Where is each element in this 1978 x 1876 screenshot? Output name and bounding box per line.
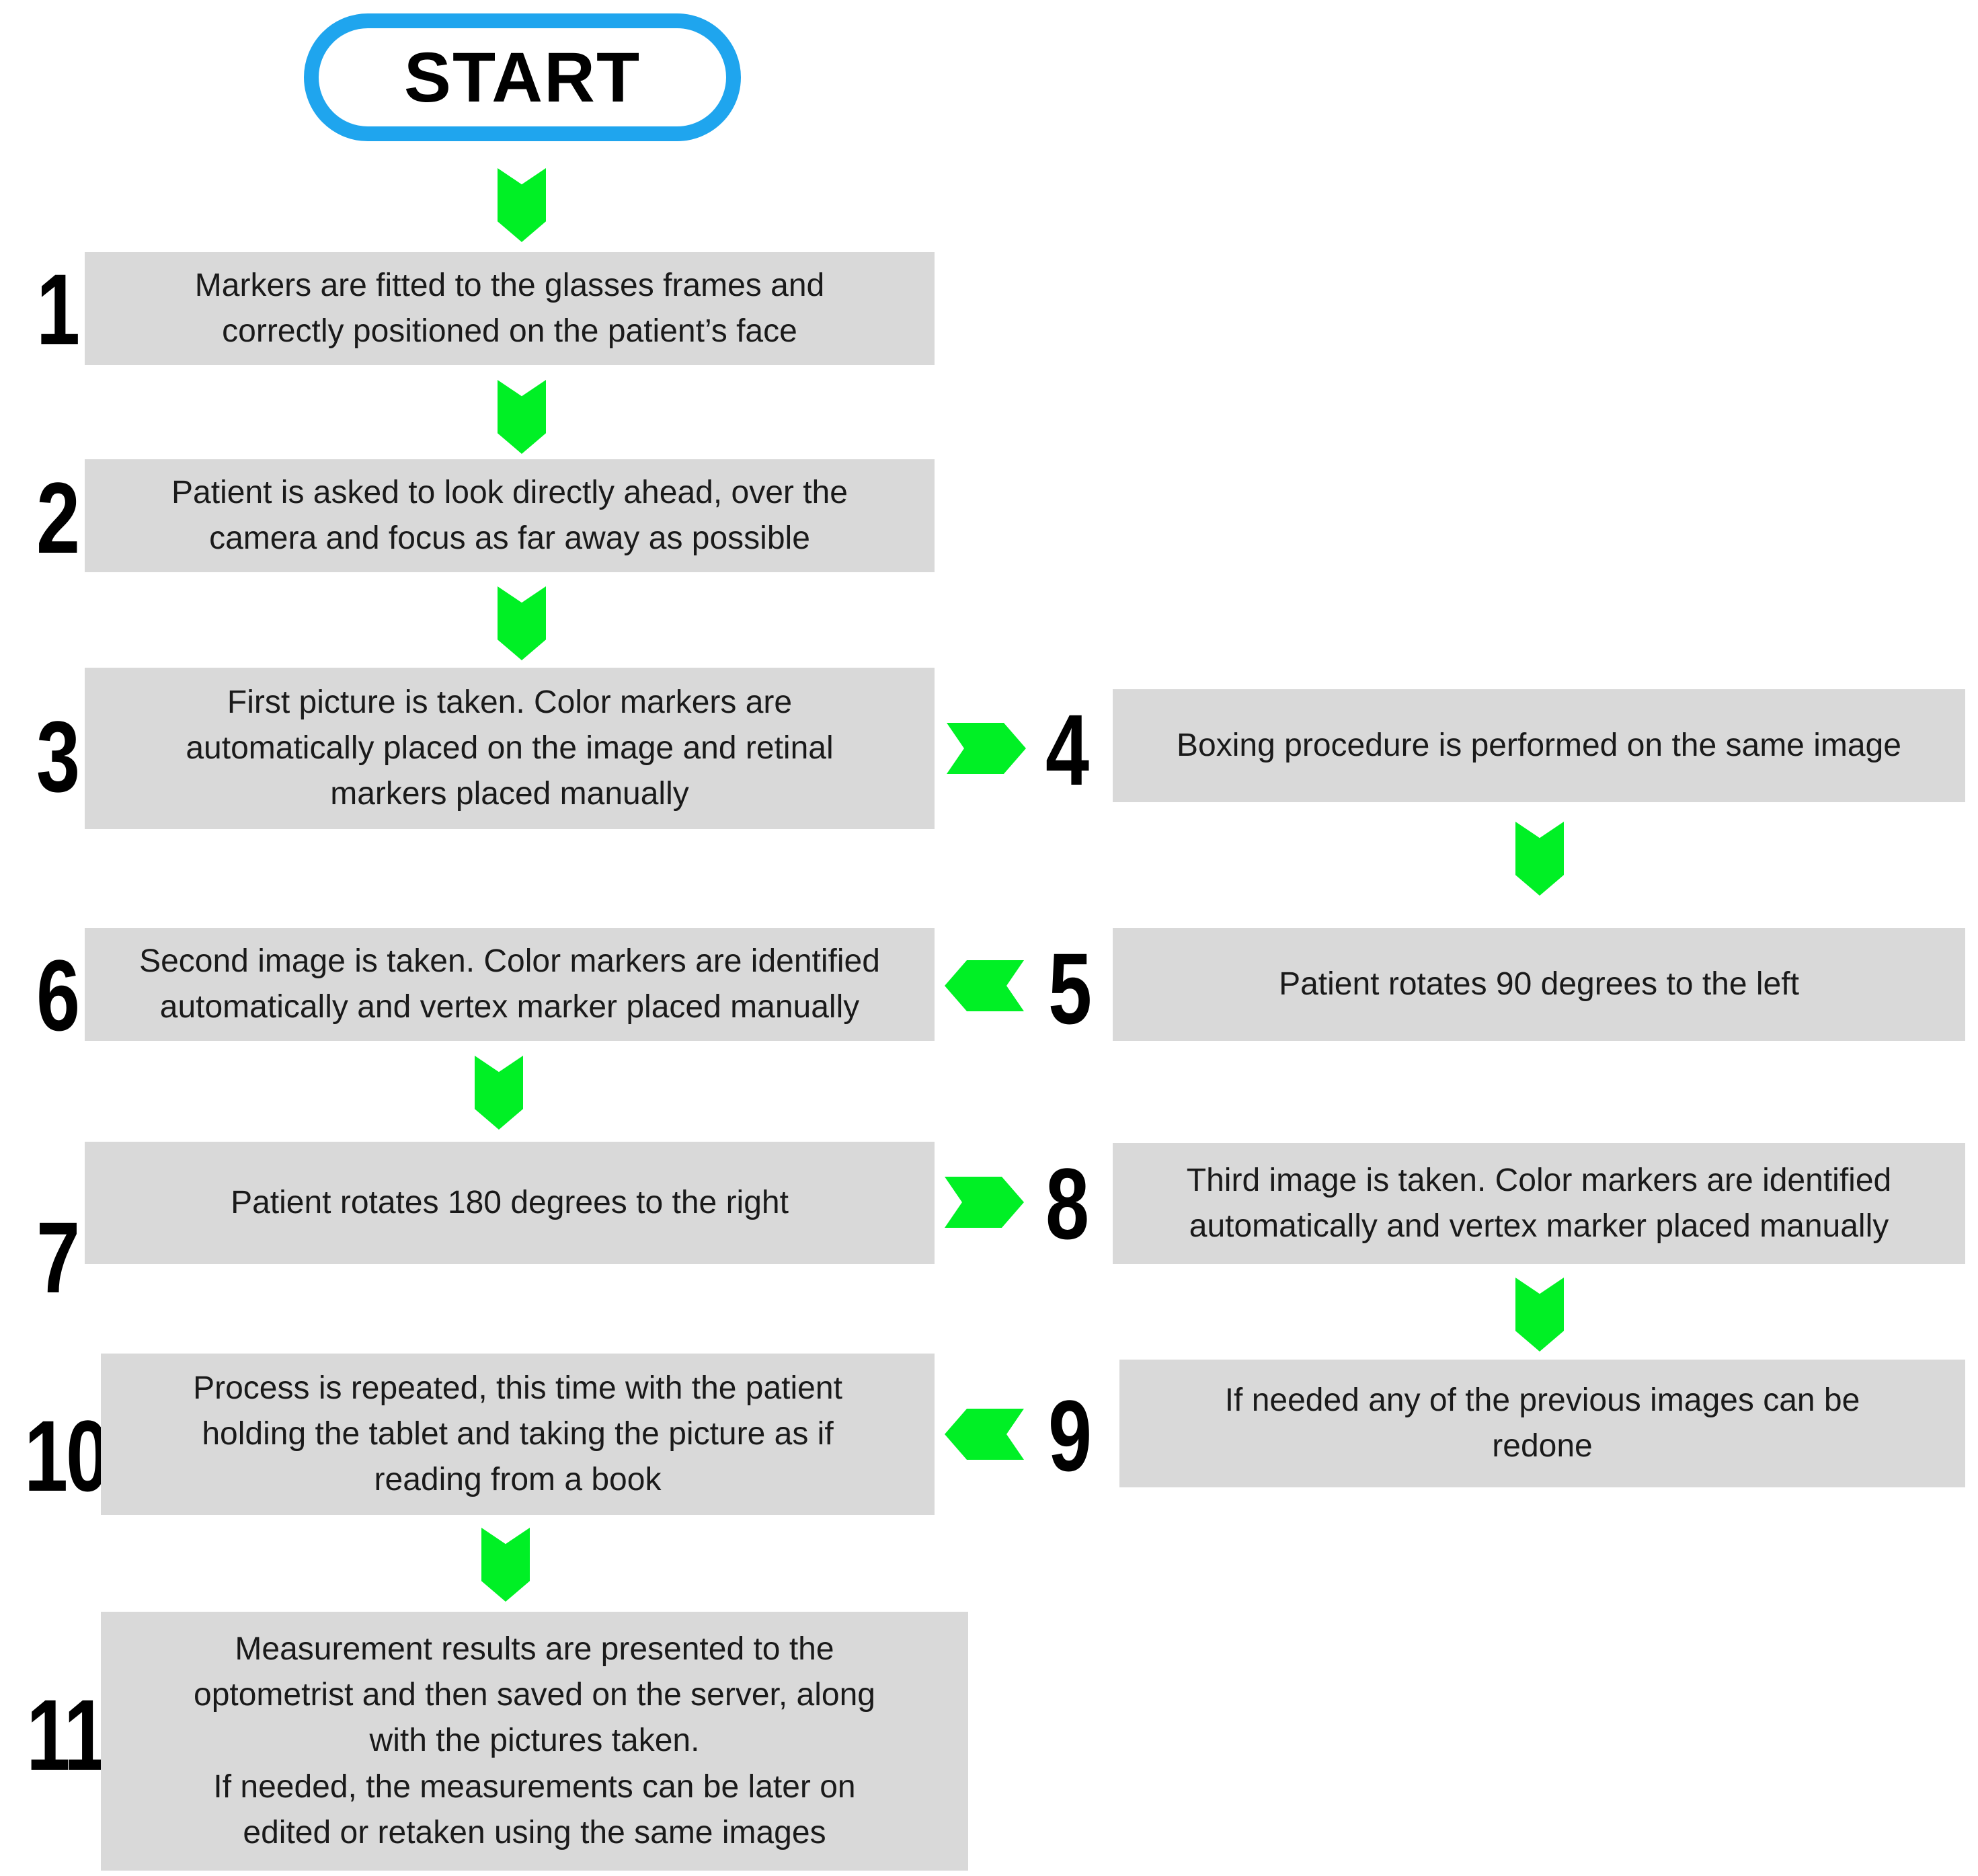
arrow-step-6-to-step-7 [475, 1056, 523, 1130]
step-number-5: 5 [1048, 932, 1092, 1045]
start-label: START [403, 38, 641, 117]
arrow-step-8-to-step-9 [1515, 1278, 1564, 1352]
step-number-7: 7 [36, 1201, 80, 1314]
step-box-4[interactable]: Boxing procedure is performed on the sam… [1113, 689, 1965, 802]
step-number-4: 4 [1045, 693, 1089, 806]
arrow-step-3-to-step-4 [947, 723, 1026, 774]
arrow-step-1-to-step-2 [498, 380, 546, 454]
step-number-11: 11 [26, 1678, 108, 1791]
step-text-9: If needed any of the previous images can… [1224, 1382, 1860, 1464]
step-text-8: Third image is taken. Color markers are … [1186, 1162, 1892, 1244]
step-number-6: 6 [36, 939, 80, 1052]
step-number-3: 3 [36, 700, 80, 813]
step-text-2: Patient is asked to look directly ahead,… [171, 474, 848, 556]
step-box-2[interactable]: Patient is asked to look directly ahead,… [85, 459, 935, 572]
step-number-9: 9 [1048, 1379, 1092, 1492]
step-box-10[interactable]: Process is repeated, this time with the … [101, 1354, 935, 1515]
step-text-7: Patient rotates 180 degrees to the right [231, 1184, 789, 1220]
step-number-2: 2 [36, 461, 80, 574]
step-box-3[interactable]: First picture is taken. Color markers ar… [85, 668, 935, 829]
step-text-5: Patient rotates 90 degrees to the left [1279, 966, 1799, 1002]
step-box-1[interactable]: Markers are fitted to the glasses frames… [85, 252, 935, 365]
step-box-8[interactable]: Third image is taken. Color markers are … [1113, 1143, 1965, 1264]
step-box-11[interactable]: Measurement results are presented to the… [101, 1612, 968, 1871]
step-box-6[interactable]: Second image is taken. Color markers are… [85, 928, 935, 1041]
arrow-start-to-step-1 [498, 168, 546, 242]
step-number-8: 8 [1045, 1147, 1089, 1260]
arrow-step-10-to-step-11 [481, 1528, 530, 1602]
arrow-step-5-to-step-6 [945, 960, 1024, 1011]
step-box-5[interactable]: Patient rotates 90 degrees to the left [1113, 928, 1965, 1041]
arrow-step-2-to-step-3 [498, 586, 546, 660]
arrow-step-4-to-step-5 [1515, 822, 1564, 896]
step-number-10: 10 [24, 1399, 110, 1512]
arrow-step-9-to-step-10 [945, 1409, 1024, 1460]
start-terminator[interactable]: START [304, 13, 741, 141]
step-text-1: Markers are fitted to the glasses frames… [194, 267, 825, 349]
step-text-3: First picture is taken. Color markers ar… [186, 684, 834, 812]
step-text-10: Process is repeated, this time with the … [193, 1370, 842, 1498]
step-number-1: 1 [36, 253, 80, 366]
step-text-6: Second image is taken. Color markers are… [139, 943, 880, 1025]
step-box-9[interactable]: If needed any of the previous images can… [1119, 1360, 1965, 1487]
arrow-step-7-to-step-8 [945, 1177, 1024, 1228]
step-box-7[interactable]: Patient rotates 180 degrees to the right [85, 1142, 935, 1264]
step-text-4: Boxing procedure is performed on the sam… [1177, 727, 1901, 763]
step-text-11: Measurement results are presented to the… [194, 1631, 875, 1850]
